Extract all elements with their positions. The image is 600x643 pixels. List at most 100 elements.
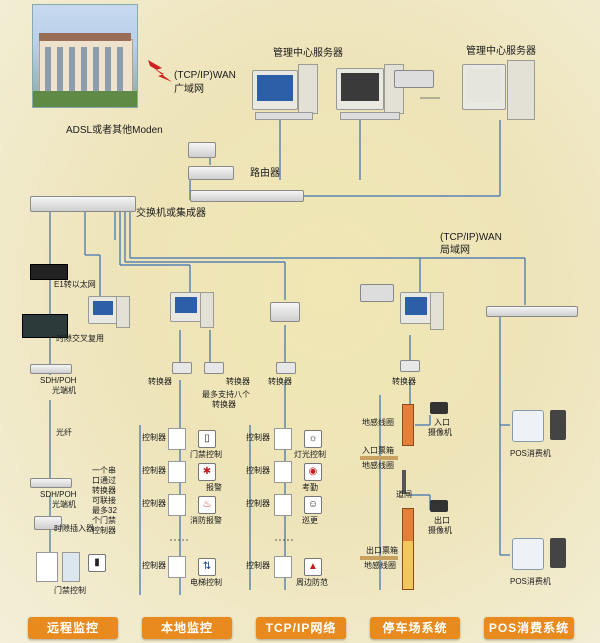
- tdm-device: [22, 314, 68, 338]
- parking-tower: [430, 292, 444, 330]
- remote-monitor: [88, 296, 118, 324]
- lan-sub-label: 局域网: [440, 245, 470, 256]
- sdh-unit-2: [30, 478, 72, 488]
- building-photo: [32, 4, 138, 108]
- parking-loop3-label: 地感线圈: [364, 561, 396, 570]
- tcp-controller-4: [274, 556, 292, 578]
- e1-converter: [30, 264, 68, 280]
- pos-switch: [486, 306, 578, 317]
- door-lock-icon: ▮: [88, 554, 106, 572]
- tcp-perimeter-label: 周边防范: [296, 578, 328, 587]
- local-monitor: [170, 292, 202, 322]
- entry-cam-b-label: 摄像机: [428, 428, 452, 437]
- local-ctrl-label-2: 控制器: [142, 466, 166, 475]
- local-controller-2: [168, 461, 186, 483]
- tcp-conv-label: 转换器: [268, 377, 292, 386]
- patrol-icon: ☺: [304, 496, 322, 514]
- elevator-icon: ⇅: [198, 558, 216, 576]
- tcp-light-label: 灯光控制: [294, 450, 326, 459]
- main-switch: [30, 196, 136, 212]
- server-right-label: 管理中心服务器: [466, 46, 536, 57]
- remote-tower: [116, 296, 130, 328]
- local-max-label: 最多支持八个: [202, 390, 250, 399]
- pos-terminal-2-icon: [512, 538, 544, 570]
- slot-label: 时隙插入器: [54, 524, 94, 533]
- local-elevator-label: 电梯控制: [190, 578, 222, 587]
- lan-label: (TCP/IP)WAN: [440, 232, 502, 243]
- parking-printer-icon: [360, 284, 394, 302]
- core-switch: [190, 190, 304, 202]
- fiber-label: 光纤: [56, 428, 72, 437]
- remote-door-panel: [62, 552, 80, 582]
- sdh2-label: SDH/POH: [40, 490, 77, 499]
- local-alarm-label: 报警: [206, 483, 222, 492]
- pos-term1-label: POS消费机: [510, 449, 551, 458]
- entry-camera-icon: [430, 402, 448, 414]
- sdh1b-label: 光端机: [52, 386, 76, 395]
- local-note-6: 个门禁: [92, 516, 116, 525]
- slot-inserter: [34, 516, 62, 530]
- barrier-gate: [402, 470, 406, 494]
- local-converter-2: [204, 362, 224, 374]
- server-monitor-right: [462, 64, 506, 110]
- ground-loop-2: [360, 556, 398, 560]
- pos-scanner-2-icon: [550, 538, 566, 568]
- server-tower-left: [298, 64, 318, 114]
- pos-scanner-1-icon: [550, 410, 566, 440]
- tcp-ctrl-label-4: 控制器: [246, 561, 270, 570]
- server-monitor-left: [252, 70, 298, 110]
- pos-term2-label: POS消费机: [510, 577, 551, 586]
- attendance-icon: ◉: [304, 463, 322, 481]
- local-max-b-label: 转换器: [212, 400, 236, 409]
- parking-conv-label: 转换器: [392, 377, 416, 386]
- local-converter-1: [172, 362, 192, 374]
- local-ctrl-label-1: 控制器: [142, 433, 166, 442]
- adsl-modem: [188, 142, 216, 158]
- entry-ticket-box: [402, 404, 414, 446]
- tcp-patrol-label: 巡更: [302, 516, 318, 525]
- tdm-label: 时隙交叉复用: [56, 334, 104, 343]
- pos-terminal-1-icon: [512, 410, 544, 442]
- perimeter-icon: ▲: [304, 558, 322, 576]
- local-controller-3: [168, 494, 186, 516]
- tab-remote-monitoring[interactable]: 远程监控: [28, 617, 118, 639]
- sdh-unit-1: [30, 364, 72, 374]
- tab-parking-system[interactable]: 停车场系统: [370, 617, 460, 639]
- tab-local-monitoring[interactable]: 本地监控: [142, 617, 232, 639]
- tab-pos-system[interactable]: POS消费系统: [484, 617, 574, 639]
- parking-entry-ticket-label: 入口票箱: [362, 446, 394, 455]
- parking-monitor: [400, 292, 432, 324]
- printer-icon: [394, 70, 434, 88]
- alarm-icon: ✱: [198, 463, 216, 481]
- parking-converter: [400, 360, 420, 372]
- server-monitor-left2: [336, 68, 384, 110]
- sdh1-label: SDH/POH: [40, 376, 77, 385]
- lightning-icon: [148, 60, 172, 82]
- exit-ticket-box: [402, 508, 414, 590]
- keyboard-left: [255, 112, 313, 120]
- local-note-1: 一个串: [92, 466, 116, 475]
- sdh2b-label: 光端机: [52, 500, 76, 509]
- tab-tcpip-network[interactable]: TCP/IP网络: [256, 617, 346, 639]
- wan-label: (TCP/IP)WAN: [174, 70, 236, 81]
- exit-cam-label: 出口: [434, 516, 450, 525]
- parking-loop1-label: 地感线圈: [362, 418, 394, 427]
- tcp-server-box: [270, 302, 300, 322]
- local-controller-4: [168, 556, 186, 578]
- adsl-label: ADSL或者其他Moden: [66, 125, 163, 136]
- fire-icon: ♨: [198, 496, 216, 514]
- remote-door-label: 门禁控制: [54, 586, 86, 595]
- exit-cam-b-label: 摄像机: [428, 526, 452, 535]
- local-door-label: 门禁控制: [190, 450, 222, 459]
- wan-sub-label: 广域网: [174, 84, 204, 95]
- router: [188, 166, 234, 180]
- local-ctrl-label-4: 控制器: [142, 561, 166, 570]
- e1-label: E1转以太网: [54, 280, 96, 289]
- tcp-converter: [276, 362, 296, 374]
- gate-label: 道闸: [396, 490, 412, 499]
- light-icon: ☼: [304, 430, 322, 448]
- parking-loop2-label: 地感线圈: [362, 461, 394, 470]
- local-tower: [200, 292, 214, 328]
- local-note-7: 控制器: [92, 526, 116, 535]
